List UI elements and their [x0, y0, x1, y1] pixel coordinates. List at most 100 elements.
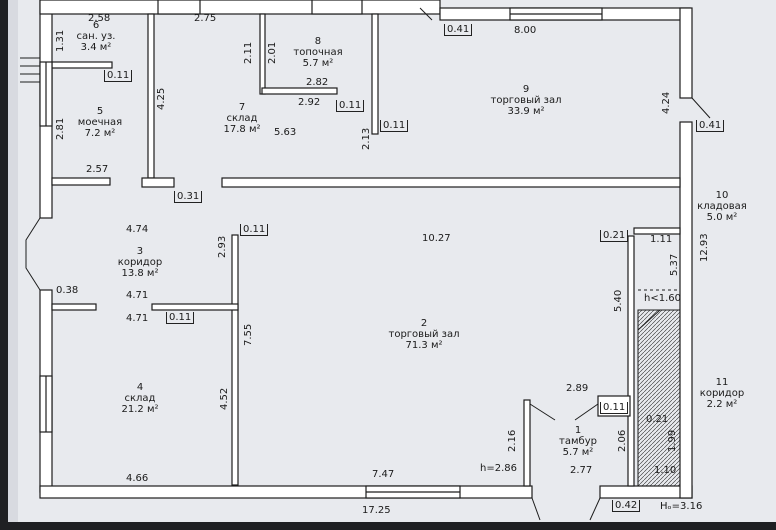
room-7-name: склад — [226, 113, 258, 124]
wall-int-tambur — [523, 399, 531, 487]
window-top-2 — [311, 0, 363, 15]
dim-label: 0.11 — [240, 224, 269, 236]
wall-int-zal — [231, 234, 239, 486]
dim-label: 7.55 — [243, 323, 254, 346]
dim-label: 12.93 — [699, 233, 710, 262]
room-8-name: топочная — [293, 47, 343, 58]
dim-label: 2.01 — [267, 41, 278, 64]
wall-int-kladov-top — [633, 227, 681, 235]
room-5-area: 7.2 м² — [84, 128, 116, 139]
stairs-arrow — [637, 309, 680, 331]
dim-label: 0.21 — [600, 230, 629, 242]
room-10-area: 5.0 м² — [706, 212, 738, 223]
room-2: 2 торговый зал 71.3 м² — [389, 318, 460, 351]
room-8-area: 5.7 м² — [302, 58, 334, 69]
room-2-number: 2 — [420, 318, 428, 329]
dim-label: 17.25 — [362, 505, 391, 516]
dim-label: 4.71 — [126, 290, 149, 301]
dim-label: 0.41 — [444, 24, 473, 36]
dim-label: 0.31 — [174, 191, 203, 203]
dim-label: 0.38 — [56, 285, 79, 296]
wall-int-sanuz — [51, 61, 113, 69]
room-6: 6 сан. уз. 3.4 м² — [77, 20, 116, 53]
wall-int-tambur-right — [597, 395, 631, 417]
wall-top — [39, 0, 441, 15]
room-5: 5 моечная 7.2 м² — [78, 106, 122, 139]
room-6-name: сан. уз. — [76, 31, 116, 42]
dim-label: 5.63 — [274, 127, 297, 138]
ramp-left — [20, 57, 40, 83]
dim-label: 0.11 — [380, 120, 409, 132]
dim-label: 1.10 — [654, 465, 677, 476]
door-swing-tambur — [529, 403, 556, 421]
room-1-name: тамбур — [559, 436, 597, 447]
dim-label: 0.11 — [104, 70, 133, 82]
dim-label: 2.89 — [566, 383, 589, 394]
dim-label: h=2.86 — [480, 463, 517, 474]
room-9: 9 торговый зал 33.9 м² — [491, 84, 562, 117]
wall-int-moech — [51, 177, 111, 186]
room-11: 11 коридор 2.2 м² — [700, 377, 744, 410]
room-8: 8 топочная 5.7 м² — [293, 36, 342, 69]
room-2-area: 71.3 м² — [405, 340, 443, 351]
dim-label: 2.58 — [88, 13, 111, 24]
wall-right-upper — [679, 7, 693, 99]
room-10: 10 кладовая 5.0 м² — [697, 190, 747, 223]
dim-label: 1.11 — [650, 234, 673, 245]
dim-label: 2.11 — [243, 41, 254, 64]
entrance-left — [25, 217, 41, 291]
room-11-number: 11 — [715, 377, 729, 388]
door-top — [419, 7, 433, 21]
stairs — [637, 309, 681, 487]
room-3-area: 13.8 м² — [121, 268, 159, 279]
wall-int-1 — [147, 13, 155, 179]
room-7: 7 склад 17.8 м² — [224, 102, 261, 135]
door-right — [691, 97, 711, 119]
dim-label: 0.11 — [336, 100, 365, 112]
window-top-1 — [157, 0, 201, 15]
wall-int-stub — [141, 177, 175, 188]
dim-label: 5.40 — [613, 289, 624, 312]
room-5-name: моечная — [77, 117, 123, 128]
wall-right-lower — [679, 121, 693, 499]
walls — [39, 0, 693, 499]
wall-bottom-right — [599, 485, 693, 499]
dim-label: 4.66 — [126, 473, 149, 484]
dim-label: 2.16 — [507, 429, 518, 452]
room-3-name: коридор — [117, 257, 163, 268]
dim-label: 0.11 — [600, 402, 629, 414]
dim-label: 2.75 — [194, 13, 217, 24]
wall-int-topoch-left — [259, 13, 266, 95]
room-10-name: кладовая — [697, 201, 747, 212]
room-3: 3 коридор 13.8 м² — [118, 246, 162, 279]
door-swing-tambur-2 — [574, 403, 599, 421]
dim-label: 5.37 — [669, 253, 680, 276]
room-9-name: торговый зал — [490, 95, 562, 106]
room-4-area: 21.2 м² — [121, 404, 159, 415]
wall-int-sklad — [371, 13, 379, 135]
dim-label: 0.42 — [612, 500, 641, 512]
room-7-area: 17.8 м² — [223, 124, 261, 135]
dim-label: 2.06 — [617, 429, 628, 452]
dim-label: 4.52 — [219, 387, 230, 410]
dim-label: 2.92 — [298, 97, 321, 108]
dim-label: 1.99 — [667, 429, 678, 452]
room-1-number: 1 — [574, 425, 582, 436]
entrance-bottom — [531, 497, 601, 521]
dim-label: 0.11 — [166, 312, 195, 324]
dim-label: 2.57 — [86, 164, 109, 175]
room-11-area: 2.2 м² — [706, 399, 738, 410]
dim-label: 7.47 — [372, 469, 395, 480]
wall-int-korid-left — [51, 303, 97, 311]
wall-int-korid — [151, 303, 239, 311]
room-8-number: 8 — [314, 36, 322, 47]
room-7-number: 7 — [238, 102, 246, 113]
room-1-area: 5.7 м² — [562, 447, 594, 458]
dim-label: 2.81 — [55, 117, 66, 140]
dim-label: 2.77 — [570, 465, 593, 476]
dim-label: 2.13 — [361, 127, 372, 150]
dim-label: Hₒ=3.16 — [660, 501, 703, 512]
room-6-number: 6 — [92, 20, 100, 31]
